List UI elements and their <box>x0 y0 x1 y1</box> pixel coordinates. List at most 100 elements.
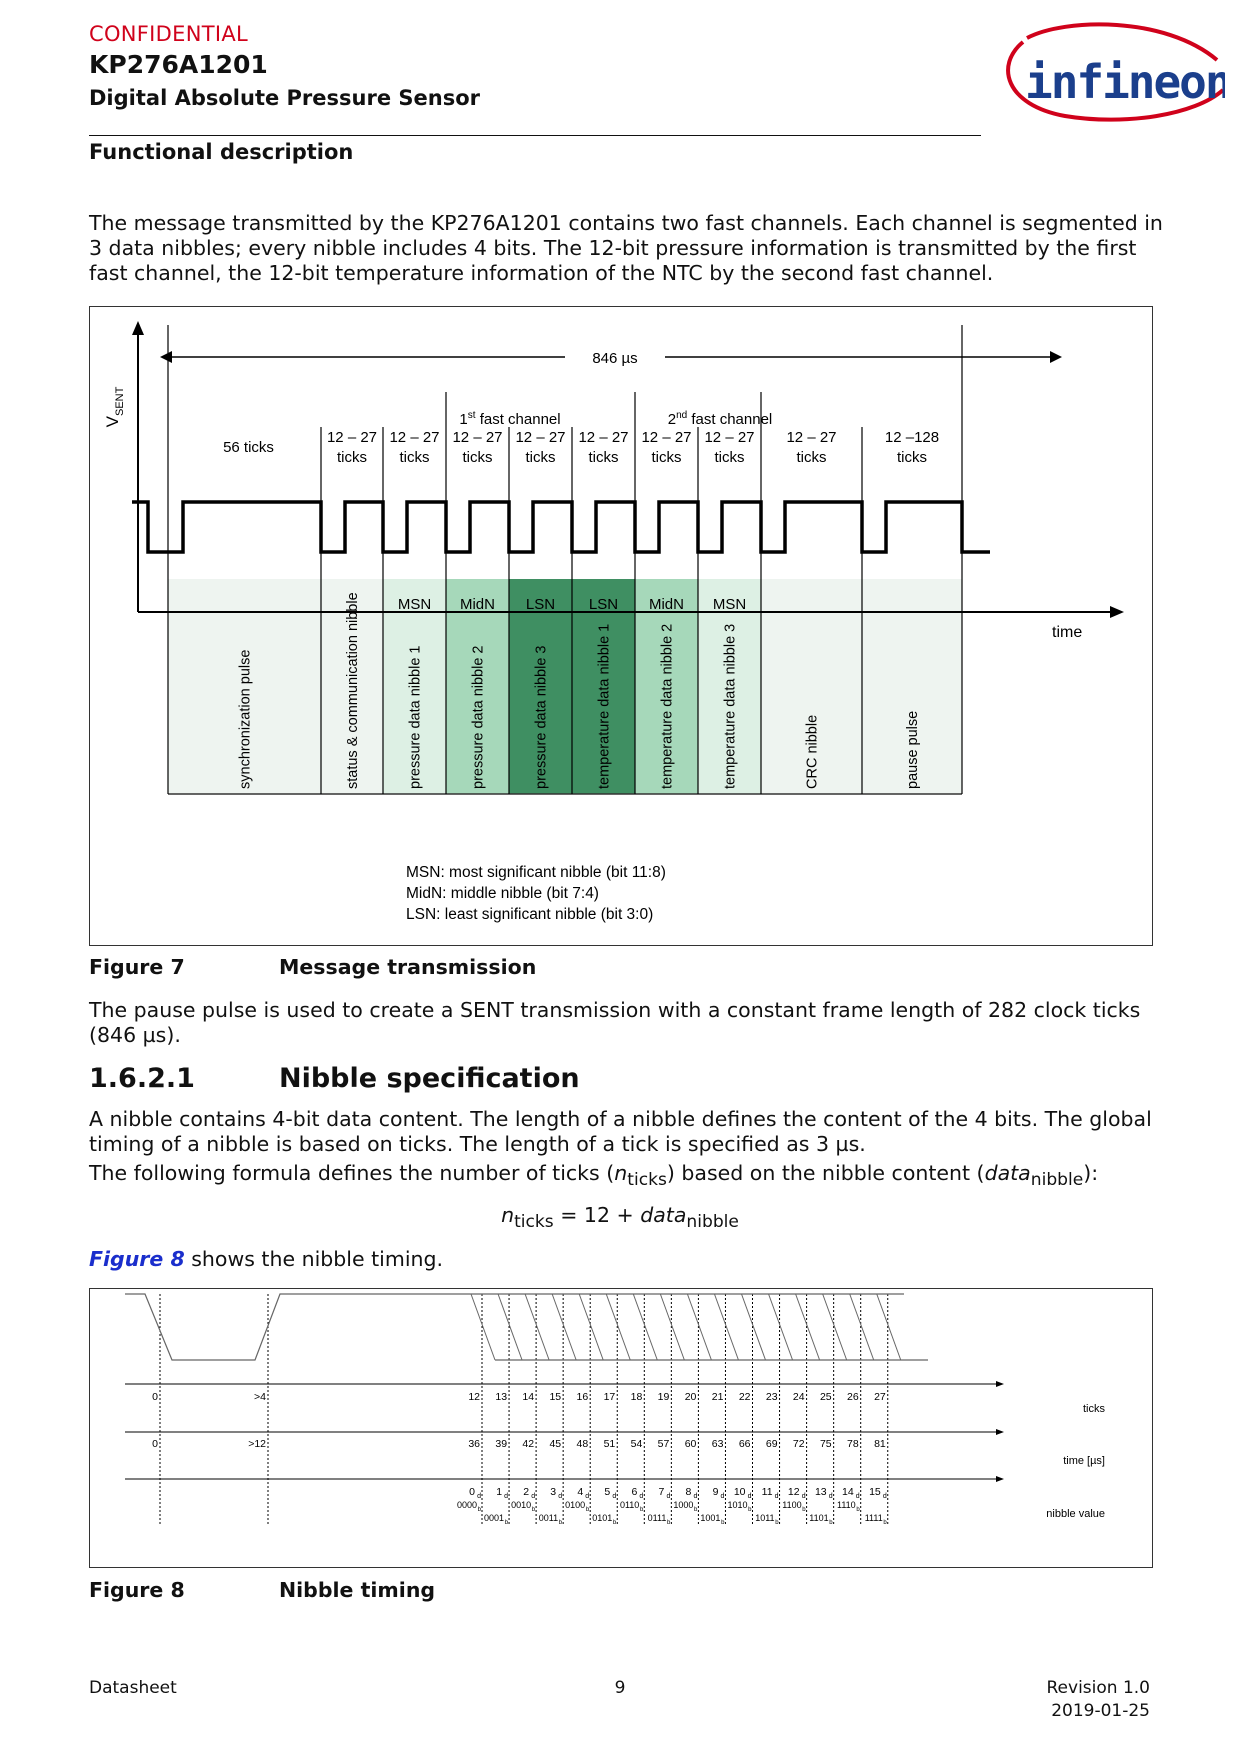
fig8-value-sub-12: d <box>802 1493 806 1500</box>
fig8-value-sub-3: d <box>558 1493 562 1500</box>
pause-paragraph: The pause pulse is used to create a SENT… <box>89 998 1141 1047</box>
fig8-binary-5: 0101 <box>592 1513 612 1523</box>
fig8-tick-3: 15 <box>549 1391 561 1403</box>
segment-ticks-unit-4: ticks <box>526 449 556 466</box>
fig8-value-sub-8: d <box>693 1493 697 1500</box>
fig8-value-8: 8 <box>686 1486 692 1498</box>
segment-desc-6: temperature data nibble 2 <box>660 624 676 789</box>
segment-ticks-unit-9: ticks <box>897 449 927 466</box>
fig8-binary-sub-3: b <box>559 1520 563 1526</box>
fig8-time-7: 57 <box>658 1438 670 1450</box>
fig8-time-3: 45 <box>549 1438 561 1450</box>
fig8-edge-6 <box>632 1293 658 1361</box>
fig8-value-sub-6: d <box>639 1493 643 1500</box>
y-axis-arrow <box>132 321 144 335</box>
fig8-binary-14: 1110 <box>837 1500 856 1510</box>
fig8-edge-14 <box>849 1293 875 1361</box>
document-title: Digital Absolute Pressure Sensor <box>89 86 480 110</box>
segment-abbr-5: LSN <box>589 596 618 613</box>
fig8-tick-14: 26 <box>847 1391 859 1403</box>
fig8-edge-2 <box>524 1293 550 1361</box>
segment-fill-7 <box>698 579 761 794</box>
fig8-time-11: 69 <box>766 1438 778 1450</box>
figure-8-link[interactable]: Figure 8 <box>89 1247 185 1271</box>
fig8-value-10: 10 <box>734 1486 746 1498</box>
segment-ticks-unit-2: ticks <box>400 449 430 466</box>
fig8-binary-13: 1101 <box>809 1513 828 1523</box>
segment-fill-9 <box>862 579 962 794</box>
fig8-value-sub-1: d <box>504 1493 508 1500</box>
row-label-ticks: ticks <box>1083 1403 1106 1415</box>
confidential-label: CONFIDENTIAL <box>89 22 249 46</box>
segment-ticks-8: 12 – 27 <box>786 429 836 446</box>
fig8-binary-sub-7: b <box>667 1520 671 1526</box>
fig8-start-tick: 0 <box>152 1391 158 1403</box>
fig8-binary-4: 0100 <box>565 1500 585 1510</box>
fig8-binary-sub-1: b <box>505 1520 509 1526</box>
fig8-value-7: 7 <box>659 1486 665 1498</box>
fig8-edge-7 <box>659 1293 685 1361</box>
footer-date: 2019-01-25 <box>1051 1701 1150 1721</box>
segment-fill-4 <box>509 579 572 794</box>
section-number: 1.6.2.1 <box>89 1063 195 1094</box>
figure-7-title: Message transmission <box>279 955 537 979</box>
legend-midn: MidN: middle nibble (bit 7:4) <box>406 885 599 902</box>
segment-fill-0 <box>168 579 321 794</box>
fig8-value-3: 3 <box>550 1486 556 1498</box>
part-number: KP276A1201 <box>89 50 268 79</box>
fig8-value-15: 15 <box>869 1486 881 1498</box>
fig8-value-11: 11 <box>762 1486 773 1498</box>
segment-ticks-3: 12 – 27 <box>452 429 502 446</box>
fig8-tick-9: 21 <box>712 1391 724 1403</box>
fig8-binary-12: 1100 <box>782 1500 801 1510</box>
fig8-value-4: 4 <box>577 1486 583 1498</box>
fig8-binary-11: 1011 <box>755 1513 774 1523</box>
fig8-binary-3: 0011 <box>539 1513 558 1523</box>
segment-fill-5 <box>572 579 635 794</box>
fig8-value-sub-7: d <box>666 1493 670 1500</box>
segment-abbr-3: MidN <box>460 596 495 613</box>
fig8-value-5: 5 <box>604 1486 610 1498</box>
fig8-tick-2: 14 <box>522 1391 534 1403</box>
fig8-time-10: 66 <box>739 1438 751 1450</box>
segment-ticks-unit-8: ticks <box>797 449 827 466</box>
fig8-value-sub-4: d <box>585 1493 589 1500</box>
nibble-paragraph-1: A nibble contains 4-bit data content. Th… <box>89 1107 1152 1156</box>
segment-desc-0: synchronization pulse <box>238 650 254 789</box>
segment-fill-6 <box>635 579 698 794</box>
fig8-binary-sub-6: b <box>640 1507 644 1513</box>
fig8-edge-9 <box>713 1293 739 1361</box>
fig8-time-6: 54 <box>631 1438 643 1450</box>
fig8-binary-15: 1111 <box>865 1513 883 1523</box>
fig8-edge-11 <box>768 1293 794 1361</box>
fig8-time-14: 78 <box>847 1438 859 1450</box>
fig8-min-time: >12 <box>248 1438 266 1450</box>
channel-2-label: 2nd fast channel <box>668 410 773 428</box>
section-heading: Nibble specification <box>279 1063 580 1094</box>
fig8-value-9: 9 <box>713 1486 719 1498</box>
fig8-binary-sub-8: b <box>694 1507 698 1513</box>
fig8-value-sub-10: d <box>748 1493 752 1500</box>
fig8-edge-4 <box>578 1293 604 1361</box>
segment-ticks-1: 12 – 27 <box>327 429 377 446</box>
intro-paragraph: The message transmitted by the KP276A120… <box>89 211 1163 285</box>
fig8-binary-7: 0111 <box>648 1513 667 1523</box>
fig8-value-12: 12 <box>788 1486 800 1498</box>
fig8-time-9: 63 <box>712 1438 724 1450</box>
fig8-edge-13 <box>822 1293 848 1361</box>
segment-desc-9: pause pulse <box>905 711 921 789</box>
fig8-value-sub-5: d <box>612 1493 616 1500</box>
fig8-tick-4: 16 <box>577 1391 589 1403</box>
fig8-binary-10: 1010 <box>727 1500 747 1510</box>
fig8-time-5: 51 <box>604 1438 616 1450</box>
footer-revision: Revision 1.0 <box>1046 1678 1151 1698</box>
x-axis-arrow <box>1110 606 1124 618</box>
fig8-edge-1 <box>497 1293 523 1361</box>
segment-fill-3 <box>446 579 509 794</box>
segment-fill-2 <box>383 579 446 794</box>
fig8-start-time: 0 <box>152 1438 158 1450</box>
figure-8-number: Figure 8 <box>89 1578 185 1602</box>
segment-ticks-7: 12 – 27 <box>704 429 754 446</box>
tick-formula: nticks = 12 + datanibble <box>501 1203 739 1233</box>
frame-length-label: 846 µs <box>592 350 637 367</box>
